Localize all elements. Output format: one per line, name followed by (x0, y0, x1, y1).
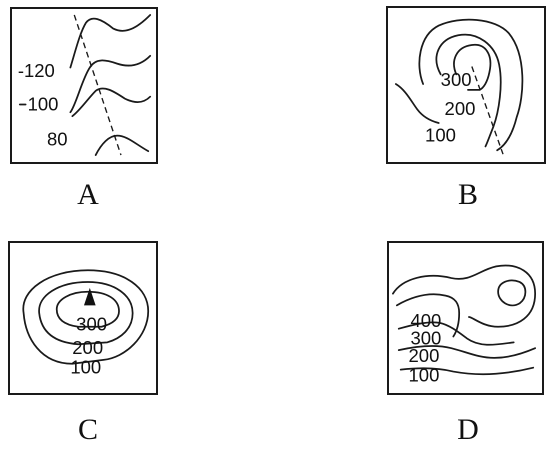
panel-caption-c: C (77, 413, 98, 446)
panel-caption-d: D (457, 413, 479, 446)
contour-label-b-3: 100 (425, 125, 456, 146)
valley-dashed-line-b (471, 66, 504, 155)
contour-map-a: -120 100 80 (18, 14, 152, 156)
panel-caption-a: A (77, 178, 99, 211)
map-panel-b: 300 200 100 (386, 6, 546, 164)
contour-line-b-outer (418, 18, 524, 152)
contour-line-d-outer (392, 264, 537, 328)
contour-label-d-4: 100 (409, 364, 440, 385)
map-panel-c: 300 200 100 (8, 241, 158, 395)
contour-line-c-mid (38, 281, 134, 346)
panel-caption-b: B (457, 178, 478, 211)
contour-line-d-left-1 (395, 293, 461, 338)
contour-line-b-mid (435, 33, 502, 148)
contour-line-c-outer (22, 269, 150, 365)
contour-label-b-2: 200 (445, 98, 476, 119)
contour-map-d: 400 300 200 100 (392, 264, 537, 385)
contour-line-d-left-2 (397, 321, 515, 346)
contour-line-d-left-4 (399, 366, 535, 376)
contour-label-a-1: -120 (18, 60, 55, 81)
contour-label-d-1: 400 (410, 310, 441, 331)
contour-line-d-left-3 (397, 345, 537, 359)
contour-line-b-left (394, 83, 440, 124)
contour-label-a-2: 100 (28, 93, 59, 114)
contour-map-c: 300 200 100 (22, 269, 150, 377)
map-panel-a: -120 100 80 (10, 7, 158, 164)
contour-line-b-inner (453, 44, 492, 91)
contour-label-c-2: 200 (72, 337, 103, 358)
contour-line-a-2 (69, 54, 152, 114)
map-panel-d: 400 300 200 100 (387, 241, 544, 395)
contour-label-d-3: 200 (409, 345, 440, 366)
contour-line-a-4 (94, 134, 150, 156)
contour-label-b-1: 300 (441, 69, 472, 90)
contour-line-d-hilltop-right (497, 279, 527, 307)
contour-label-c-3: 100 (70, 356, 101, 377)
contour-line-a-1 (69, 14, 152, 69)
contour-label-d-2: 300 (410, 327, 441, 348)
ridge-dashed-line-a (73, 14, 122, 156)
peak-triangle-icon (83, 287, 96, 306)
contour-line-c-inner (55, 290, 120, 328)
contour-label-c-1: 300 (76, 314, 107, 335)
contour-line-a-3 (71, 87, 152, 118)
contour-label-a-3: 80 (47, 128, 68, 149)
contour-map-b: 300 200 100 (394, 18, 524, 155)
